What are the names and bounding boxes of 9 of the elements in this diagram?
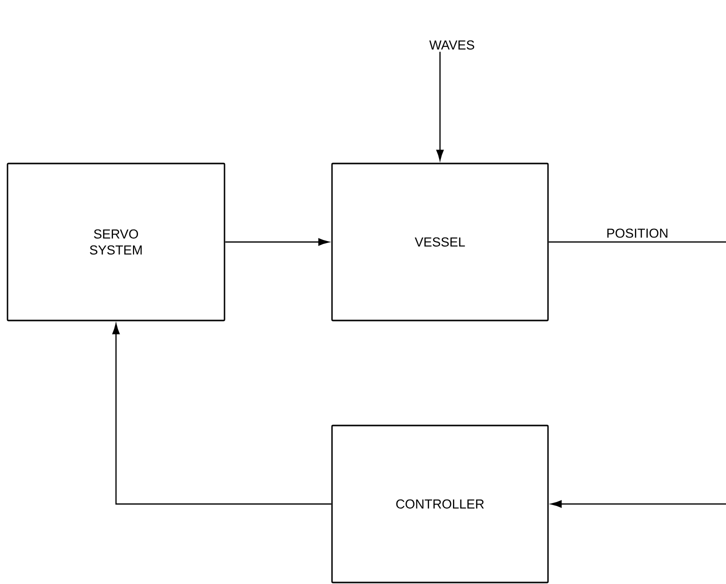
block-box: SERVO SYSTEM	[6, 162, 226, 322]
edge-label: POSITION	[605, 228, 670, 239]
block-box: CONTROLLER	[331, 424, 549, 584]
block-box: VESSEL	[331, 162, 549, 322]
arrow	[225, 238, 329, 246]
input-label: WAVES	[429, 40, 474, 50]
arrow	[551, 500, 726, 508]
arrow	[112, 324, 332, 505]
arrow	[436, 52, 444, 160]
